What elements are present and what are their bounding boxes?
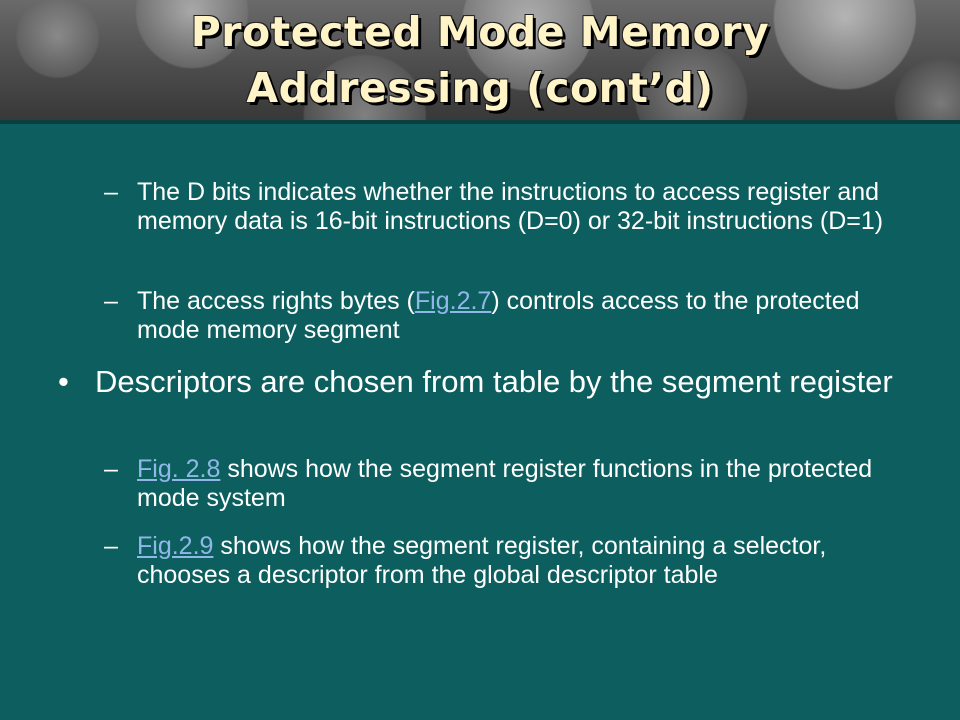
fig-2-9-link[interactable]: Fig.2.9 [137, 532, 214, 560]
sub-bullet-text-after: shows how the segment register functions… [137, 455, 873, 512]
sub-bullet-text: The D bits indicates whether the instruc… [137, 178, 884, 235]
sub-bullet-text: Fig. 2.8 shows how the segment register … [137, 455, 924, 513]
sub-bullet-access-rights: – The access rights bytes (Fig.2.7) cont… [104, 287, 924, 345]
dash-marker: – [104, 287, 118, 315]
bullet-descriptors: • Descriptors are chosen from table by t… [58, 364, 928, 400]
sub-bullet-text: The access rights bytes (Fig.2.7) contro… [137, 287, 924, 345]
bullet-marker: • [58, 364, 69, 399]
slide-body: – The D bits indicates whether the instr… [0, 124, 960, 720]
title-banner: Protected Mode Memory Addressing (cont’d… [0, 0, 960, 122]
banner-divider [0, 120, 960, 124]
sub-bullet-text-before: The access rights bytes ( [137, 287, 415, 315]
bullet-text: Descriptors are chosen from table by the… [95, 364, 893, 399]
sub-bullet-text-after: shows how the segment register, containi… [137, 532, 827, 589]
sub-bullet-fig-2-9: – Fig.2.9 shows how the segment register… [104, 532, 924, 590]
slide-title-line-2: Addressing (cont’d) [246, 64, 714, 112]
sub-bullet-d-bits: – The D bits indicates whether the instr… [104, 178, 924, 236]
dash-marker: – [104, 532, 118, 560]
dash-marker: – [104, 455, 118, 483]
dash-marker: – [104, 178, 118, 206]
sub-bullet-text-after: ) controls access to the protected mode … [137, 287, 860, 344]
banner-shade [0, 0, 960, 122]
sub-bullet-fig-2-8: – Fig. 2.8 shows how the segment registe… [104, 455, 924, 513]
slide-title: Protected Mode Memory Addressing (cont’d… [0, 4, 960, 116]
sub-bullet-text: Fig.2.9 shows how the segment register, … [137, 532, 924, 590]
fig-2-7-link[interactable]: Fig.2.7 [414, 287, 492, 315]
fig-2-8-link[interactable]: Fig. 2.8 [137, 455, 221, 483]
slide-title-line-1: Protected Mode Memory [190, 8, 770, 56]
